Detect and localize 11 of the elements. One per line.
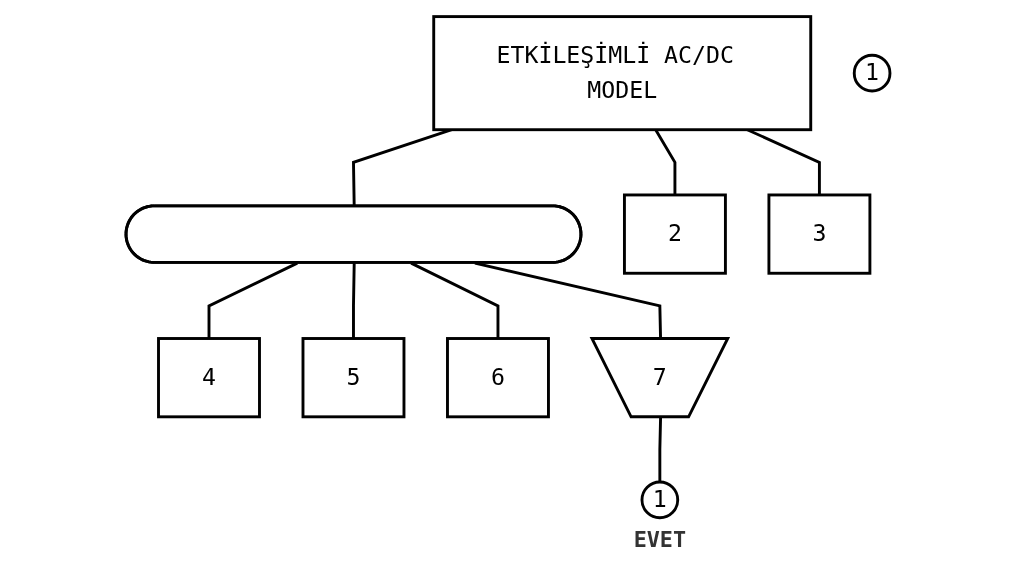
connector — [352, 263, 356, 339]
node-box: 4 — [157, 337, 261, 419]
node-circle: 1 — [852, 53, 892, 93]
node-box: 5 — [301, 337, 406, 419]
node-box: 3 — [767, 193, 872, 275]
node-circle: 1 — [640, 480, 680, 520]
node-box: 6 — [446, 337, 550, 419]
connector — [658, 417, 663, 483]
caption-text: EVET — [633, 526, 687, 552]
node-box: ETKİLEŞİMLİ AC/DC MODEL — [432, 15, 813, 132]
node-box: 2 — [622, 193, 727, 275]
